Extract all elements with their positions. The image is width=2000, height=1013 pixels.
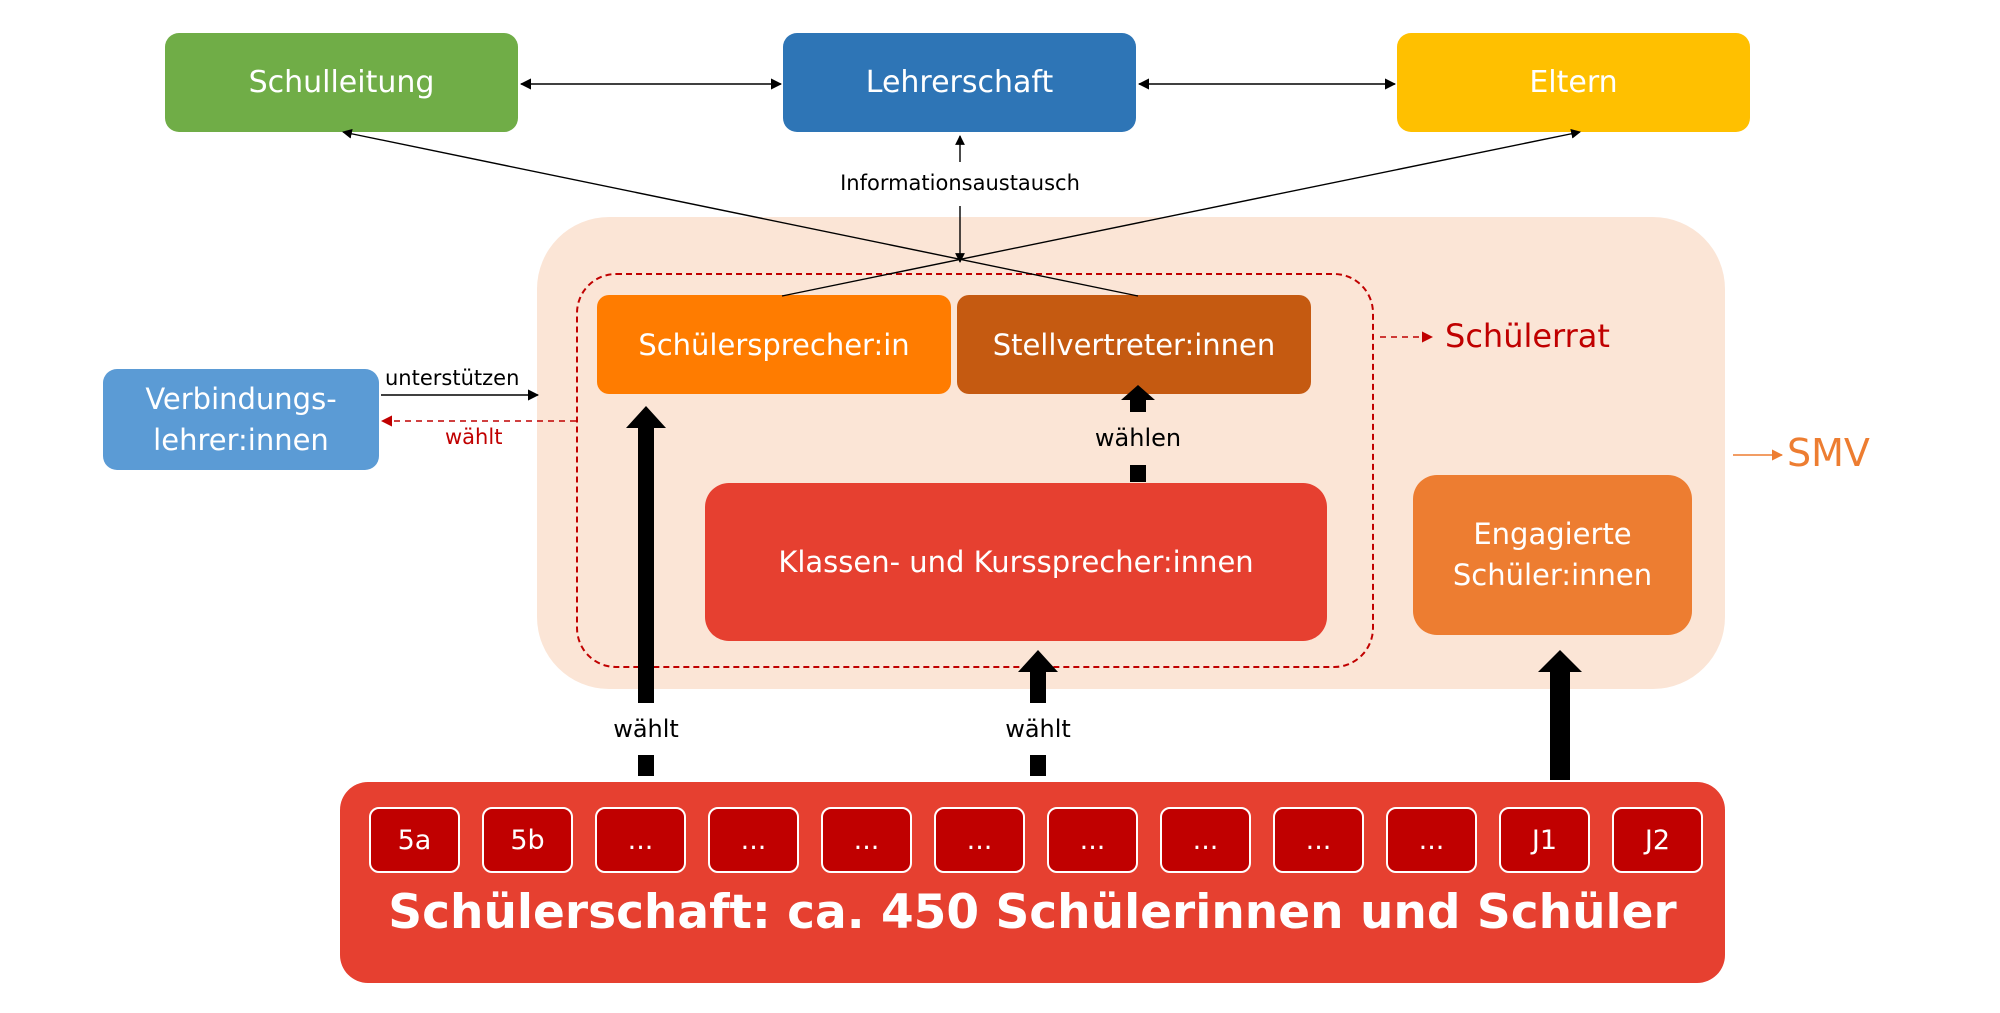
line-to-eltern — [781, 128, 1581, 297]
unterstuetzen-label: unterstützen — [385, 366, 520, 390]
eltern-label: Eltern — [1529, 65, 1618, 100]
schuelerrat-dashed-frame — [576, 273, 1374, 668]
class-label: 5b — [510, 824, 545, 856]
class-label: ... — [1305, 824, 1332, 856]
schulleitung-label: Schulleitung — [248, 65, 435, 100]
class-box: 5b — [482, 807, 573, 873]
smv-label: SMV — [1787, 431, 1870, 475]
klassensprecher-node: Klassen- und Kurssprecher:innen — [705, 483, 1327, 641]
class-box: ... — [1160, 807, 1251, 873]
class-label: ... — [1192, 824, 1219, 856]
lehrerschaft-label: Lehrerschaft — [865, 65, 1054, 100]
schuelerrat-label: Schülerrat — [1445, 317, 1610, 355]
class-box: J2 — [1612, 807, 1703, 873]
class-label: ... — [1079, 824, 1106, 856]
verbindungslehrer-node: Verbindungs- lehrer:innen — [103, 369, 379, 470]
class-box: ... — [1386, 807, 1477, 873]
schuelersprecher-node: Schülersprecher:in — [597, 295, 951, 394]
informationsaustausch-label: Informationsaustausch — [840, 171, 1080, 195]
class-label: ... — [627, 824, 654, 856]
class-label: ... — [853, 824, 880, 856]
class-label: ... — [1418, 824, 1445, 856]
waehlt-mid-label: wählt — [1005, 715, 1071, 743]
klassensprecher-label: Klassen- und Kurssprecher:innen — [778, 545, 1254, 579]
class-box: 5a — [369, 807, 460, 873]
arrow-waehlt-left — [626, 406, 666, 776]
arrow-waehlt-mid — [1018, 650, 1058, 776]
stellvertreter-label: Stellvertreter:innen — [992, 327, 1276, 362]
class-box: ... — [708, 807, 799, 873]
class-label: J1 — [1531, 824, 1558, 856]
class-label: ... — [966, 824, 993, 856]
class-box: ... — [934, 807, 1025, 873]
engagierte-schueler-node: Engagierte Schüler:innen — [1413, 475, 1692, 635]
schuelerschaft-title: Schülerschaft: ca. 450 Schülerinnen und … — [388, 885, 1677, 940]
verbindung-label-line1: Verbindungs- — [145, 381, 337, 416]
class-box: J1 — [1499, 807, 1590, 873]
arrow-waehlen-stellvertreter — [1121, 385, 1155, 482]
stellvertreter-node: Stellvertreter:innen — [957, 295, 1311, 394]
class-box: ... — [821, 807, 912, 873]
waehlen-label: wählen — [1094, 424, 1182, 452]
schuelersprecher-label: Schülersprecher:in — [638, 327, 910, 362]
lehrerschaft-node: Lehrerschaft — [783, 33, 1136, 132]
waehlt-verbindung-label: wählt — [445, 425, 503, 449]
engagierte-label-line2: Schüler:innen — [1452, 558, 1653, 592]
class-box: ... — [1273, 807, 1364, 873]
class-label: ... — [740, 824, 767, 856]
verbindung-label-line2: lehrer:innen — [153, 422, 329, 457]
line-to-schulleitung — [342, 128, 1139, 297]
class-box: ... — [1047, 807, 1138, 873]
eltern-node: Eltern — [1397, 33, 1750, 132]
schulleitung-node: Schulleitung — [165, 33, 518, 132]
class-box: ... — [595, 807, 686, 873]
arrow-to-engagierte — [1538, 650, 1582, 780]
class-label: J2 — [1644, 824, 1671, 856]
class-label: 5a — [397, 824, 432, 856]
waehlt-left-label: wählt — [613, 715, 679, 743]
engagierte-label-line1: Engagierte — [1473, 517, 1632, 552]
